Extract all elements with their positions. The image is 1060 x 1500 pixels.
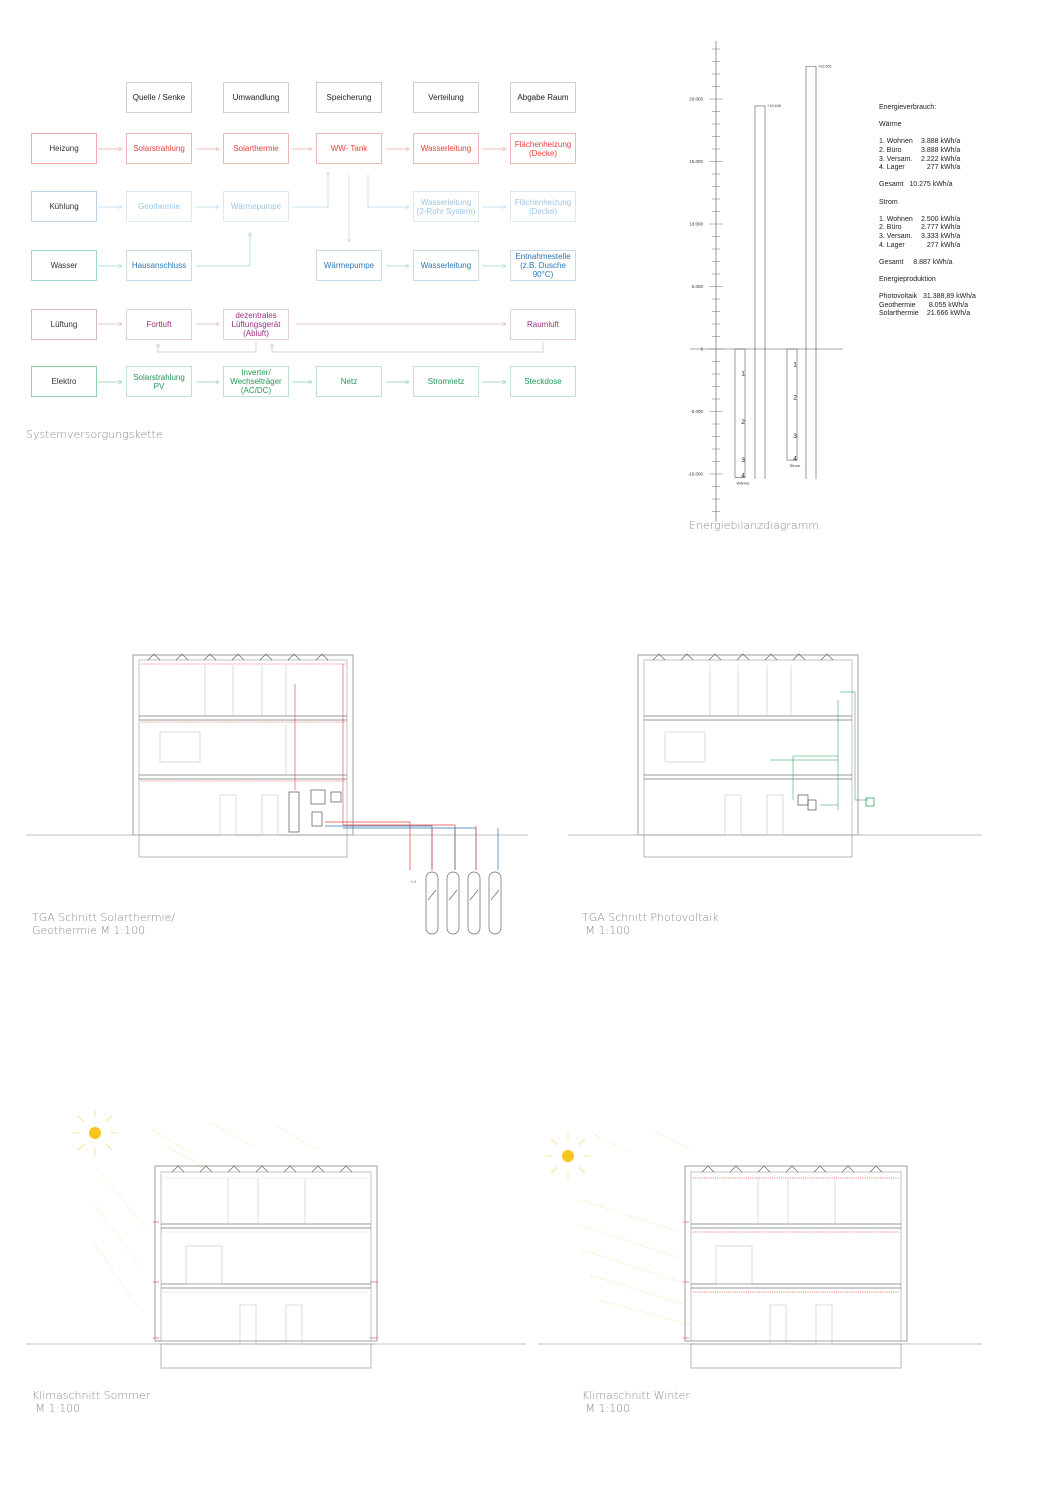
row-label-kuehlung: Kühlung [31, 191, 97, 222]
bar-name: Strom [790, 463, 801, 468]
legend-title: Energieverbrauch: [879, 104, 937, 111]
consumption-bar [786, 348, 798, 461]
lueftung-umwandlung: dezentrales Lüftungsgerät (Abluft) [223, 309, 289, 340]
y-tick-label: 0 [700, 347, 703, 352]
legend-strom-row: 3. Versam.3.333 kWh/a [879, 232, 961, 240]
segment-label: 3 [741, 457, 745, 464]
row-label-lueftung: Lüftung [31, 309, 97, 340]
heizung-abgabe: Flächenheizung (Decke) [510, 133, 576, 164]
header-verteilung: Verteilung [413, 82, 479, 113]
y-tick-label: -10.000 [688, 472, 704, 477]
legend-prod-title: Energieproduktion [879, 275, 936, 283]
wasser-speicherung: Wärmepumpe [316, 250, 382, 281]
caption-system: Systemversorgungskette [26, 428, 163, 441]
kuehlung-abgabe: Flächenheizung (Decke) [510, 191, 576, 222]
kuehlung-quelle: Geothermie [126, 191, 192, 222]
segment-label: 1 [793, 362, 797, 369]
lueftung-quelle: Fortluft [126, 309, 192, 340]
kuehlung-umwandlung: Wärmepumpe [223, 191, 289, 222]
segment-label: 2 [741, 419, 745, 426]
segment-label: 3 [793, 433, 797, 440]
bar-name: Wärme [737, 480, 751, 485]
caption-tga-pv: TGA Schnitt Photovoltaik M 1:100 [582, 911, 719, 937]
legend-strom-row: 4. Lager 277 kWh/a [879, 241, 961, 249]
legend-prod-row: Geothermie 8.055 kWh/a [879, 301, 969, 309]
legend-waerme-total: Gesamt 10.275 kWh/a [879, 181, 953, 189]
wasser-quelle: Hausanschluss [126, 250, 192, 281]
header-abgabe: Abgabe Raum [510, 82, 576, 113]
flow-arrows [98, 149, 544, 382]
y-tick-label: 5.000 [692, 284, 704, 289]
legend-prod-row: Solarthermie 21.666 kWh/a [879, 310, 971, 318]
heizung-umwandlung: Solarthermie [223, 133, 289, 164]
caption-klima-winter: Klimaschnitt Winter M 1:100 [582, 1389, 690, 1415]
y-tick-label: 15.000 [689, 159, 703, 164]
heizung-quelle: Solarstrahlung [126, 133, 192, 164]
production-label: +19.446 [767, 104, 781, 108]
segment-label: 1 [741, 370, 745, 377]
tga-section-solar-geo: +/-0 [26, 653, 528, 935]
klima-section-winter [538, 1131, 982, 1369]
legend-waerme-row: 4. Lager 277 kWh/a [879, 164, 961, 172]
elektro-umwandlung: Inverter/ Wechselträger (AC/DC) [223, 366, 289, 397]
tga-section-pv [568, 653, 982, 858]
production-label: +22.601 [818, 64, 832, 68]
header-quelle: Quelle / Senke [126, 82, 192, 113]
klima-section-summer [26, 1110, 526, 1369]
elektro-abgabe: Steckdose [510, 366, 576, 397]
y-tick-label: -5.000 [690, 409, 703, 414]
segment-label: 4 [741, 473, 745, 480]
legend-strom-total: Gesamt 8.887 kWh/a [879, 258, 953, 266]
consumption-bar [734, 348, 746, 478]
wasser-verteilung: Wasserleitung [413, 250, 479, 281]
lueftung-abgabe: Raumluft [510, 309, 576, 340]
segment-label: 4 [793, 455, 797, 462]
legend-waerme-row: 3. Versam.2.222 kWh/a [879, 155, 961, 163]
legend-strom-title: Strom [879, 198, 898, 206]
production-bar [805, 66, 817, 479]
caption-tga-solar: TGA Schnitt Solarthermie/ Geothermie M 1… [32, 911, 176, 937]
header-speicherung: Speicherung [316, 82, 382, 113]
y-tick-label: 10.000 [689, 222, 703, 227]
production-bar [754, 105, 766, 479]
caption-klima-summer: Klimaschnitt Sommer M 1:100 [32, 1389, 151, 1415]
elektro-quelle: Solarstrahlung PV [126, 366, 192, 397]
y-tick-label: 20.000 [689, 97, 703, 102]
heizung-speicherung: WW- Tank [316, 133, 382, 164]
row-label-heizung: Heizung [31, 133, 97, 164]
elektro-verteilung: Stromnetz [413, 366, 479, 397]
row-label-wasser: Wasser [31, 250, 97, 281]
energy-balance-chart: 20.000 15.000 10.000 5.000 0 -5.000 -10.000 1 2 3… [688, 41, 843, 522]
row-label-elektro: Elektro [31, 366, 97, 397]
segment-label: 2 [793, 395, 797, 402]
header-umwandlung: Umwandlung [223, 82, 289, 113]
heizung-verteilung: Wasserleitung [413, 133, 479, 164]
elektro-speicherung: Netz [316, 366, 382, 397]
section-geo-label: +/-0 [410, 880, 416, 884]
wasser-abgabe: Entnahmestelle (z.B. Dusche 90°C) [510, 250, 576, 281]
caption-energy: Energiebilanzdiagramm [689, 519, 820, 532]
kuehlung-verteilung: Wasserleitung (2-Rohr System) [413, 191, 479, 222]
legend-waerme-title: Wärme [879, 121, 902, 129]
